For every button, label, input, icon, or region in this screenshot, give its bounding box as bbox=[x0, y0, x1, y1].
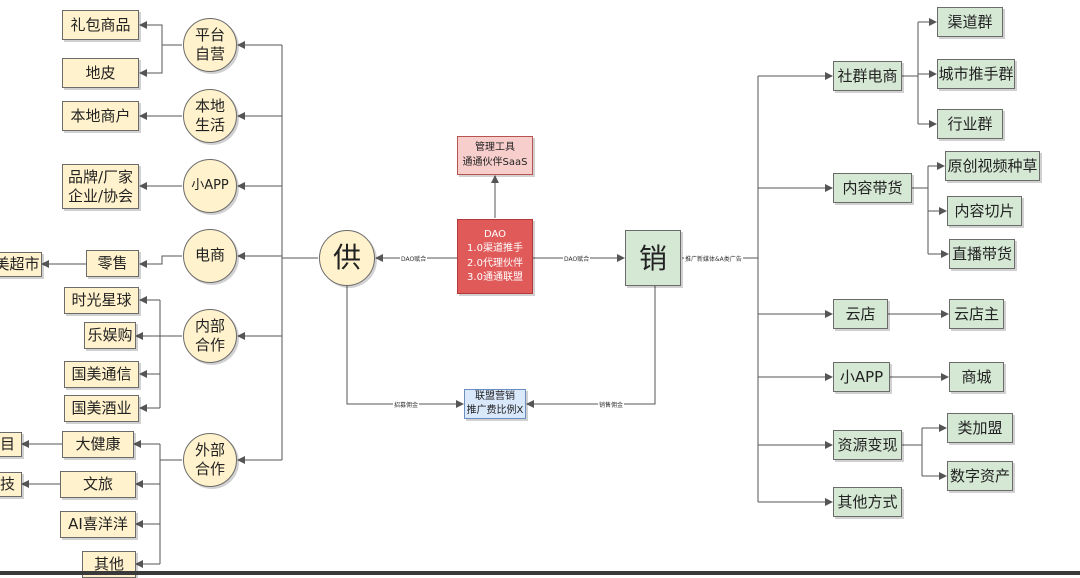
supply-category-local-life: 本地 生活 bbox=[183, 89, 237, 143]
supply-leaf-telecom: 国美通信 bbox=[64, 361, 139, 388]
supply-leaf-brand: 品牌/厂家 企业/协会 bbox=[62, 164, 139, 209]
management-tool-box: 管理工具 通通伙伴SaaS bbox=[457, 136, 533, 175]
supply-hub: 供 bbox=[319, 230, 375, 286]
supply-leaf-leyugou: 乐娱购 bbox=[84, 322, 136, 349]
supply-category-ecommerce: 电商 bbox=[183, 229, 237, 283]
supply-leaf-liquor: 国美酒业 bbox=[64, 395, 139, 422]
union-marketing-box: 联盟营销 推广费比例X bbox=[464, 389, 526, 419]
edge-label-union-left: 招募佣金 bbox=[393, 400, 420, 409]
supply-leaf-retail: 零售 bbox=[86, 250, 139, 277]
sale-channel-other: 其他方式 bbox=[833, 487, 902, 517]
supply-leaf-gift: 礼包商品 bbox=[62, 10, 139, 40]
supply-leaf-land: 地皮 bbox=[62, 58, 139, 88]
supply-leaf-local-merchant: 本地商户 bbox=[62, 101, 139, 131]
edge-label-dao-right: DAO赋合 bbox=[563, 254, 591, 263]
sale-leaf-mall: 商城 bbox=[949, 362, 1004, 392]
sale-channel-resource: 资源变现 bbox=[833, 430, 902, 460]
sale-leaf-franchise: 类加盟 bbox=[947, 413, 1013, 443]
dao-box: DAO 1.0渠道推手 2.0代理伙伴 3.0通通联盟 bbox=[457, 219, 533, 294]
supply-leaf-ai: AI喜洋洋 bbox=[60, 511, 136, 538]
sale-leaf-city-group: 城市推手群 bbox=[937, 59, 1015, 89]
sale-leaf-channel-group: 渠道群 bbox=[937, 7, 1003, 37]
supply-leaf-partial-1: 目 bbox=[0, 432, 22, 457]
sale-channel-cloud-store: 云店 bbox=[833, 299, 888, 329]
sale-channel-mini-app: 小APP bbox=[833, 362, 890, 392]
sale-leaf-cloud-owner: 云店主 bbox=[949, 299, 1004, 329]
supply-category-external: 外部 合作 bbox=[183, 433, 237, 487]
sale-hub: 销 bbox=[625, 230, 681, 286]
edge-label-dao-left: DAO赋合 bbox=[400, 254, 428, 263]
supply-leaf-shiguang: 时光星球 bbox=[64, 287, 139, 314]
sale-channel-content: 内容带货 bbox=[833, 173, 912, 203]
sale-leaf-industry-group: 行业群 bbox=[937, 109, 1003, 139]
sale-leaf-livestream: 直播带货 bbox=[949, 239, 1015, 269]
sale-leaf-content-clip: 内容切片 bbox=[947, 196, 1022, 226]
sale-leaf-original-video: 原创视频种草 bbox=[945, 151, 1040, 181]
supply-leaf-partial-2: 技 bbox=[0, 472, 22, 497]
sale-channel-community: 社群电商 bbox=[833, 61, 902, 91]
edge-label-union-right: 销售佣金 bbox=[598, 400, 625, 409]
edge-label-sale-out: 推广新媒体&A类广告 bbox=[684, 254, 743, 263]
supply-leaf-health: 大健康 bbox=[62, 431, 134, 458]
sale-leaf-digital-asset: 数字资产 bbox=[947, 461, 1013, 491]
supply-category-platform: 平台 自营 bbox=[183, 18, 237, 72]
window-bottom-edge bbox=[0, 571, 1080, 575]
supply-category-internal: 内部 合作 bbox=[183, 309, 237, 363]
supply-leaf-travel: 文旅 bbox=[60, 471, 136, 498]
supply-category-mini-app: 小APP bbox=[183, 159, 237, 213]
supply-leaf-meichaoshi: 美超市 bbox=[0, 252, 42, 277]
